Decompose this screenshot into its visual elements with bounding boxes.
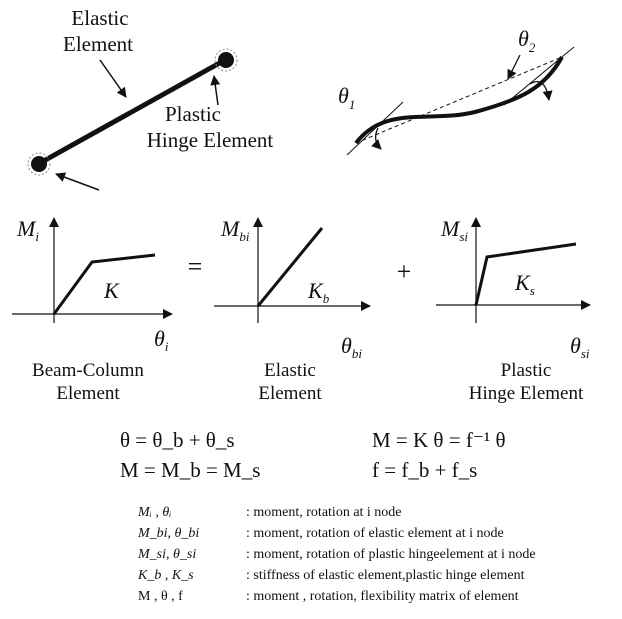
theta1-arc: [371, 127, 382, 150]
caption-line2: Element: [56, 383, 120, 404]
moment-rotation-curve: [52, 253, 156, 315]
definition-symbol: Mᵢ , θᵢ: [138, 505, 172, 520]
deformed-curve: [354, 56, 564, 145]
hinge-node-left: [31, 156, 47, 172]
graph-plastic-hinge: Msi θsi Ks Plastic Hinge Element: [436, 216, 591, 404]
graph-beam-column: Mi θi K Beam-Column Element: [12, 216, 173, 404]
definition-text: : stiffness of elastic element,plastic h…: [246, 568, 525, 583]
y-axis-label: Msi: [440, 216, 468, 244]
definition-text: : moment, rotation of elastic element at…: [246, 526, 504, 541]
theta1-label: θ1: [338, 83, 355, 112]
definition-symbol: K_b , K_s: [138, 568, 194, 583]
y-axis-label: Mbi: [220, 216, 250, 244]
tangent-right: [503, 46, 575, 106]
moment-rotation-curve: [474, 242, 577, 306]
x-axis-label: θi: [154, 326, 169, 354]
elastic-element-line: [38, 57, 227, 166]
definition-text: : moment , rotation, flexibility matrix …: [246, 589, 519, 604]
chord-line: [355, 56, 563, 144]
caption-line2: Hinge Element: [469, 383, 584, 404]
definition-symbol: M , θ , f: [138, 589, 183, 604]
definition-row: M_bi, θ_bi : moment, rotation of elastic …: [138, 526, 504, 542]
elastic-label-line2: Element: [63, 32, 133, 56]
definition-row: K_b , K_s : stiffness of elastic element,…: [138, 568, 525, 584]
definition-row: Mᵢ , θᵢ : moment, rotation at i node: [138, 505, 402, 521]
graph-elastic: Mbi θbi Kb Elastic Element: [214, 216, 371, 404]
beam-element-sketch: Elastic Element Plastic Hinge Element: [27, 6, 274, 191]
definition-text: : moment, rotation at i node: [246, 505, 402, 520]
theta2-pointer: [507, 54, 521, 80]
hinge-node-right: [218, 52, 234, 68]
plastic-arrow-right: [210, 75, 221, 106]
plastic-label-line2: Hinge Element: [147, 128, 274, 152]
plastic-arrow-left: [55, 172, 100, 191]
x-axis-label: θbi: [341, 333, 362, 361]
stiffness-label: Ks: [514, 270, 535, 298]
theta2-arc: [529, 80, 553, 101]
definition-symbol: M_bi, θ_bi: [138, 526, 200, 541]
elastic-label-line1: Elastic: [71, 6, 128, 30]
equation-rotation-sum: θ = θ_b + θ_s: [120, 428, 235, 452]
plus-sign: +: [397, 257, 412, 286]
tangent-left: [346, 101, 404, 156]
equation-stiffness: M = K θ = f⁻¹ θ: [372, 428, 506, 452]
moment-rotation-curve: [256, 227, 324, 307]
definition-row: M , θ , f : moment , rotation, flexibilit…: [138, 589, 519, 605]
equation-moment-equal: M = M_b = M_s: [120, 458, 261, 482]
caption-line2: Element: [258, 383, 322, 404]
elastic-arrow: [99, 59, 127, 98]
definition-row: M_si, θ_si : moment, rotation of plastic …: [138, 547, 536, 563]
stiffness-label: Kb: [307, 278, 330, 306]
stiffness-label: K: [103, 278, 120, 303]
theta2-label: θ2: [518, 26, 536, 55]
caption-line1: Plastic: [501, 360, 552, 381]
definition-symbol: M_si, θ_si: [138, 547, 197, 562]
plastic-label-line1: Plastic: [165, 102, 221, 126]
equals-sign: =: [188, 252, 203, 281]
definition-text: : moment, rotation of plastic hingeeleme…: [246, 547, 536, 562]
equation-flexibility: f = f_b + f_s: [372, 458, 478, 482]
caption-line1: Beam-Column: [32, 360, 144, 381]
x-axis-label: θsi: [570, 333, 590, 361]
deformed-beam-sketch: θ1 θ2: [338, 26, 575, 156]
caption-line1: Elastic: [264, 360, 316, 381]
y-axis-label: Mi: [16, 216, 39, 244]
